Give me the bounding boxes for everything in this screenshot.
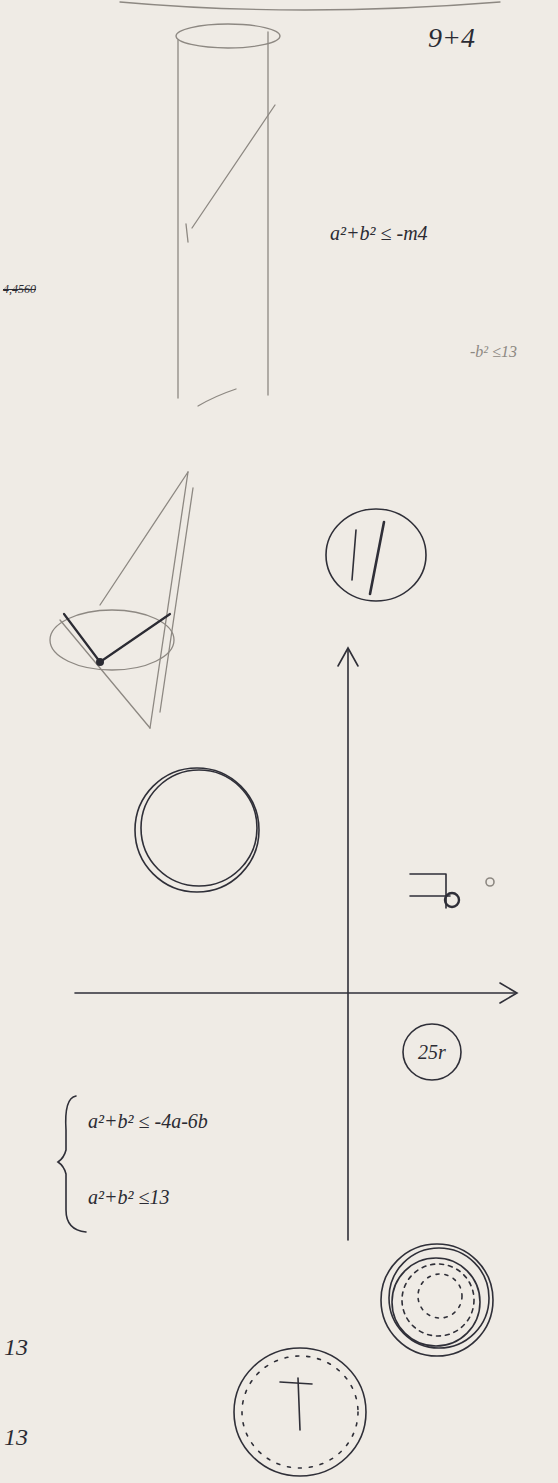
handwritten-note: 9+4 xyxy=(428,22,475,54)
system-bracket xyxy=(58,1096,86,1232)
cylinder-side xyxy=(267,32,268,395)
ink-circle xyxy=(418,1274,462,1318)
note-text: 13 xyxy=(4,1424,28,1450)
cone-radius xyxy=(64,614,100,662)
ink-circle xyxy=(141,770,257,886)
handwritten-note: a²+b² ≤13 xyxy=(88,1186,169,1209)
handwritten-note: a²+b² ≤ -m4 xyxy=(330,222,428,245)
axis-arrow xyxy=(338,648,358,666)
circled-note: 25r xyxy=(403,1023,461,1081)
note-text: 13 xyxy=(4,1334,28,1360)
ink-circle xyxy=(392,1258,480,1346)
ink-line xyxy=(280,1382,312,1384)
ink-circle xyxy=(389,1248,489,1348)
cone-side xyxy=(160,488,193,712)
diagonal-line xyxy=(192,105,275,228)
y-axis xyxy=(347,650,349,1240)
handwritten-note: 13 xyxy=(4,1334,28,1361)
circle-outline xyxy=(403,1024,461,1080)
ink-line xyxy=(352,530,356,580)
note-text: 9+4 xyxy=(428,22,475,53)
note-text: 4,4560 xyxy=(3,282,36,296)
handwritten-note: 4,4560 xyxy=(3,282,36,297)
note-text: a²+b² ≤ -4a-6b xyxy=(88,1110,208,1132)
handwritten-note: a²+b² ≤ -4a-6b xyxy=(88,1110,208,1133)
cone-base xyxy=(50,610,174,670)
small-sketch xyxy=(445,893,459,907)
cone-side xyxy=(100,472,188,605)
ink-circle xyxy=(381,1244,493,1356)
pencil-tick xyxy=(186,224,188,242)
pencil-arc xyxy=(120,2,500,10)
handwritten-note: 13 xyxy=(4,1424,28,1451)
small-circle xyxy=(486,878,494,886)
ink-line xyxy=(298,1378,300,1430)
circled-text: 25r xyxy=(418,1041,446,1064)
cylinder-side xyxy=(177,40,178,398)
x-axis xyxy=(75,992,515,994)
small-sketch xyxy=(410,874,450,908)
cylinder-top xyxy=(176,24,280,48)
ink-circle xyxy=(234,1348,366,1476)
center-dot xyxy=(96,658,104,666)
ink-circle xyxy=(326,509,426,601)
cone-side xyxy=(150,472,188,728)
pencil-arc xyxy=(198,389,236,406)
ink-circle xyxy=(402,1264,474,1336)
axis-arrow xyxy=(500,983,517,1003)
handwritten-note: -b² ≤13 xyxy=(470,343,517,361)
note-text: a²+b² ≤13 xyxy=(88,1186,169,1208)
ink-circle xyxy=(242,1356,358,1468)
ink-line xyxy=(370,522,384,594)
cone-radius xyxy=(100,614,170,662)
note-text: -b² ≤13 xyxy=(470,343,517,360)
note-text: a²+b² ≤ -m4 xyxy=(330,222,428,244)
ink-circle xyxy=(135,768,259,892)
